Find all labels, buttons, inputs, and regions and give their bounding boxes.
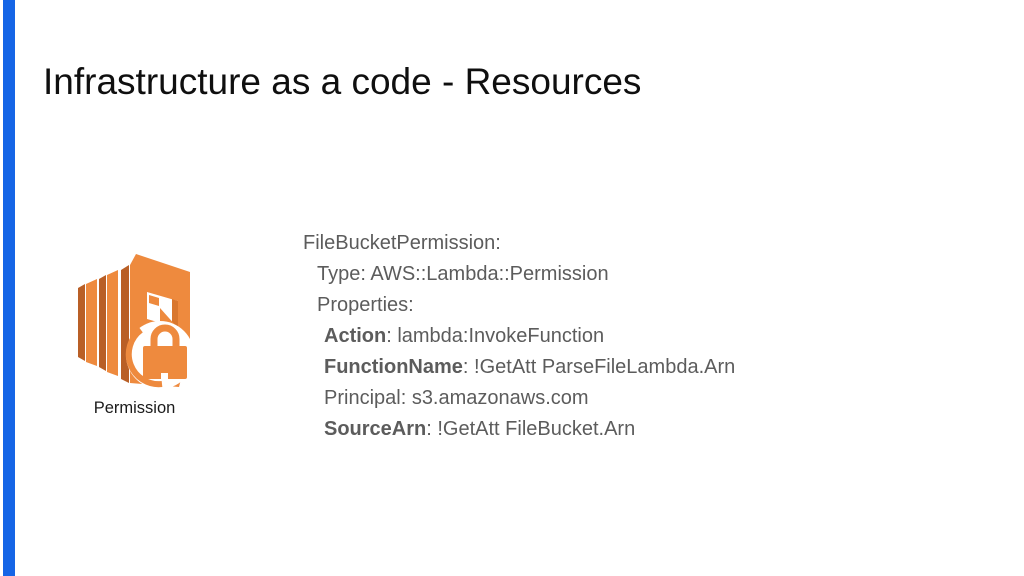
code-key-bold: SourceArn (324, 418, 427, 440)
code-line: Principal: s3.amazonaws.com (303, 383, 735, 414)
resource-label: Permission (93, 399, 176, 417)
aws-lambda-permission-icon (78, 254, 194, 389)
code-text: Principal: s3.amazonaws.com (324, 387, 589, 409)
code-text: : !GetAtt FileBucket.Arn (426, 418, 636, 440)
code-key-bold: Action (324, 325, 387, 347)
code-line: Action: lambda:InvokeFunction (303, 321, 735, 352)
code-key-bold: FunctionName (324, 356, 463, 378)
page-title: Infrastructure as a code - Resources (43, 61, 642, 102)
code-text: : lambda:InvokeFunction (386, 325, 605, 347)
code-text: : !GetAtt ParseFileLambda.Arn (462, 356, 736, 378)
code-text: Properties: (317, 294, 414, 316)
code-line: Properties: (303, 290, 735, 321)
code-line: Type: AWS::Lambda::Permission (303, 259, 735, 290)
code-line: SourceArn: !GetAtt FileBucket.Arn (303, 414, 735, 445)
code-text: FileBucketPermission: (303, 232, 501, 254)
resource-figure: Permission (75, 251, 194, 418)
code-line: FileBucketPermission: (303, 228, 735, 259)
code-line: FunctionName: !GetAtt ParseFileLambda.Ar… (303, 352, 735, 383)
accent-bar (3, 0, 15, 576)
yaml-code-block: FileBucketPermission:Type: AWS::Lambda::… (303, 228, 735, 445)
code-text: Type: AWS::Lambda::Permission (317, 263, 609, 285)
